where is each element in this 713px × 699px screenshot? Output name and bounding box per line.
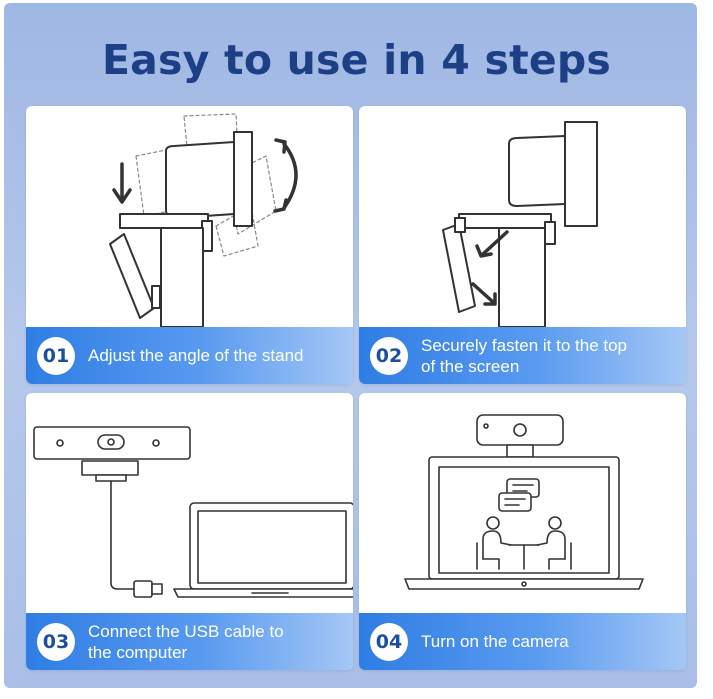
stand-angle-illustration <box>26 106 353 327</box>
step-number-badge: 02 <box>370 336 408 375</box>
step-label-line: Turn on the camera <box>421 632 569 651</box>
usb-connect-illustration <box>26 393 353 614</box>
step-card-4: 04 Turn on the camera <box>359 393 686 670</box>
step-label: Securely fasten it to the top of the scr… <box>421 335 639 377</box>
step-bar-1: 01 Adjust the angle of the stand <box>26 327 353 384</box>
step-label-line: of the screen <box>421 356 520 376</box>
step-label: Turn on the camera <box>421 631 581 652</box>
fasten-illustration <box>359 106 686 327</box>
step-card-1: 01 Adjust the angle of the stand <box>26 106 353 384</box>
step-card-3: 03 Connect the USB cable to the computer <box>26 393 353 670</box>
step-bar-2: 02 Securely fasten it to the top of the … <box>359 327 686 384</box>
step-card-2: 02 Securely fasten it to the top of the … <box>359 106 686 384</box>
step-number-badge: 04 <box>370 622 408 661</box>
step-number-badge: 03 <box>37 622 75 661</box>
step-label-line: Adjust the angle of the stand <box>88 346 304 365</box>
step-label-line: Connect the USB cable to <box>88 621 284 641</box>
page-title: Easy to use in 4 steps <box>101 36 612 84</box>
step-bar-3: 03 Connect the USB cable to the computer <box>26 613 353 670</box>
step-number-badge: 01 <box>37 336 75 375</box>
step-label: Adjust the angle of the stand <box>88 345 316 366</box>
step-label-line: the computer <box>88 642 188 662</box>
video-call-illustration <box>359 393 686 614</box>
step-label-line: Securely fasten it to the top <box>421 335 628 355</box>
step-bar-4: 04 Turn on the camera <box>359 613 686 670</box>
step-label: Connect the USB cable to the computer <box>88 621 296 663</box>
